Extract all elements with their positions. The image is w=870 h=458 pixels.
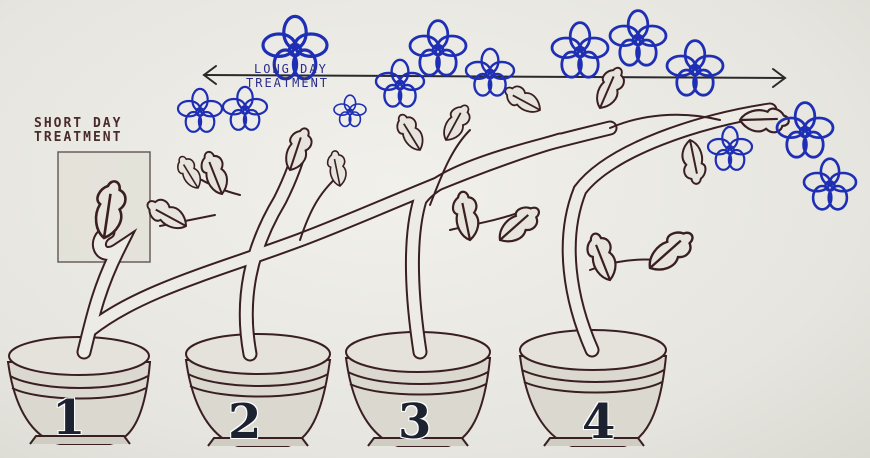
plant-stems: [84, 110, 770, 354]
pot-number-1: 1: [52, 390, 85, 446]
long-day-label: LONG DAY TREATMENT: [246, 62, 329, 90]
pot-number-2: 2: [228, 394, 261, 450]
long-day-label-line1: LONG DAY: [246, 62, 329, 76]
pot-number-3: 3: [398, 394, 431, 450]
short-day-label: SHORT DAY TREATMENT: [34, 117, 122, 145]
pot-number-4: 4: [582, 394, 615, 450]
short-day-label-line2: TREATMENT: [34, 131, 122, 145]
long-day-label-line2: TREATMENT: [246, 76, 329, 90]
short-day-label-line1: SHORT DAY: [34, 117, 122, 131]
